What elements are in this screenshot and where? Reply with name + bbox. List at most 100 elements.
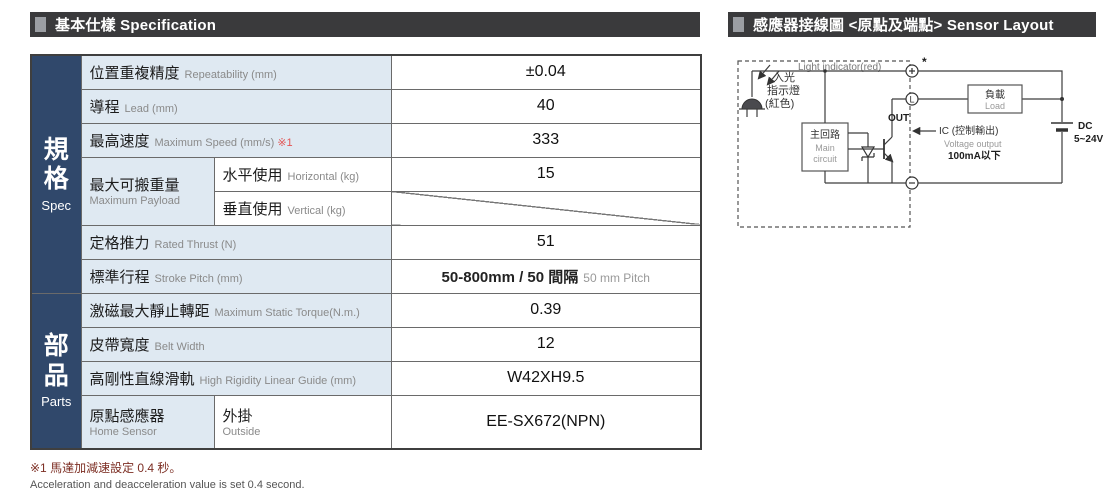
value-payload-vertical-na <box>390 190 702 226</box>
group-spec-zh-1: 規 <box>43 135 69 164</box>
sensor-layout-header-bar: 感應器接線圖 <原點及端點> Sensor Layout <box>728 12 1096 37</box>
junction-dot <box>1060 97 1064 101</box>
led-label-line2: 指示燈 <box>767 83 800 97</box>
group-cell-spec: 規 格 Spec <box>30 54 82 294</box>
value-repeatability: ±0.04 <box>390 54 702 90</box>
light-indicator-label: Light indicator(red) <box>798 62 881 73</box>
label-zh: 垂直使用 <box>222 200 283 218</box>
value-home-sensor: EE-SX672(NPN) <box>390 394 702 450</box>
transistor-icon <box>883 136 894 163</box>
header-accent-square <box>733 17 744 32</box>
group-parts-zh-1: 部 <box>43 332 69 361</box>
row-static-torque: 部 品 Parts 激磁最大靜止轉距 Maximum Static Torque(… <box>30 292 702 450</box>
label-zh: 最高速度 <box>89 132 150 150</box>
sensor-boundary-box <box>737 60 911 228</box>
label-repeatability: 位置重複精度 Repeatability (mm) <box>80 54 392 90</box>
ic-label: IC (控制輸出) <box>939 124 998 137</box>
row-payload-vertical: 垂直使用 Vertical (kg) <box>31 190 702 226</box>
label-zh: 定格推力 <box>89 234 150 252</box>
load-label-en: Load <box>985 101 1005 111</box>
sublabel-vertical: 垂直使用 Vertical (kg) <box>213 190 392 226</box>
sensor-wiring-diagram: Light indicator(red) 入光 指示燈 (紅色) 主回路 Mai… <box>737 55 1104 228</box>
label-zh: 激磁最大靜止轉距 <box>89 302 210 320</box>
internal-wires <box>751 70 906 184</box>
load-box: 負載 Load <box>967 84 1023 114</box>
footnotes: ※1 馬達加減速設定 0.4 秒。 Acceleration and deacc… <box>30 459 700 491</box>
label-zh: 高剛性直線滑軌 <box>89 370 195 388</box>
label-static-torque: 激磁最大靜止轉距 Maximum Static Torque(N.m.) <box>80 292 392 328</box>
label-en: Maximum Static Torque(N.m.) <box>214 306 360 319</box>
load-terminal-icon: L <box>905 92 919 106</box>
label-en: Vertical (kg) <box>287 204 346 217</box>
group-parts-en: Parts <box>41 394 72 410</box>
label-rated-thrust: 定格推力 Rated Thrust (N) <box>80 224 392 260</box>
value-linear-guide: W42XH9.5 <box>390 360 702 396</box>
sublabel-horizontal: 水平使用 Horizontal (kg) <box>213 156 392 192</box>
label-en: Horizontal (kg) <box>287 170 360 183</box>
dc-voltage-label: 5~24V <box>1074 134 1104 145</box>
row-repeatability: 規 格 Spec 位置重複精度 Repeatability (mm) ±0.04 <box>30 54 702 294</box>
value-payload-horizontal: 15 <box>390 156 702 192</box>
led-label-line1: 入光 <box>773 70 795 84</box>
row-rated-thrust: 定格推力 Rated Thrust (N) 51 <box>31 224 702 260</box>
footnote-en: Acceleration and deacceleration value is… <box>30 479 305 491</box>
load-label-zh: 負載 <box>985 89 1005 101</box>
group-spec-en: Spec <box>41 197 72 213</box>
external-wires <box>918 70 1063 184</box>
label-en: Repeatability (mm) <box>184 68 277 81</box>
label-en: Belt Width <box>154 340 205 353</box>
load-terminal-letter: L <box>909 95 914 105</box>
value-stroke-pitch: 50-800mm / 50 間隔 50 mm Pitch <box>390 258 702 294</box>
stroke-range: 50-800mm / 50 間隔 <box>441 268 579 286</box>
footnote-zh: ※1 馬達加減速設定 0.4 秒。 <box>30 461 182 475</box>
label-en: Rated Thrust (N) <box>154 238 237 251</box>
plus-terminal-icon <box>905 64 919 78</box>
main-circuit-label-en2: circuit <box>813 154 837 164</box>
value-max-speed: 333 <box>390 122 702 158</box>
value-rated-thrust: 51 <box>390 224 702 260</box>
specification-title: 基本仕樣 Specification <box>55 17 217 34</box>
value-belt-width: 12 <box>390 326 702 362</box>
main-circuit-label-zh: 主回路 <box>810 128 840 141</box>
label-zh: 水平使用 <box>222 166 283 184</box>
label-en: Home Sensor <box>89 425 157 438</box>
label-zh: 外掛 <box>222 407 253 425</box>
label-zh: 標準行程 <box>89 268 150 286</box>
minus-terminal-icon <box>905 176 919 190</box>
group-cell-parts: 部 品 Parts <box>30 292 82 450</box>
stroke-pitch-note: 50 mm Pitch <box>583 270 650 285</box>
value-static-torque: 0.39 <box>390 292 702 328</box>
label-zh: 位置重複精度 <box>89 64 180 82</box>
led-icon <box>739 98 765 117</box>
label-en: Outside <box>222 425 261 438</box>
group-parts-zh-2: 品 <box>43 361 69 390</box>
asterisk-note: * <box>922 55 927 69</box>
label-zh: 最大可搬重量 <box>89 176 180 194</box>
junction-dot <box>823 69 827 73</box>
main-circuit-box <box>801 122 849 172</box>
dc-label: DC <box>1078 121 1092 132</box>
voltage-output-label: Voltage output <box>944 139 1002 149</box>
sensor-layout-title: 感應器接線圖 <原點及端點> Sensor Layout <box>753 17 1054 34</box>
header-accent-square <box>35 17 46 32</box>
label-zh: 原點感應器 <box>89 407 165 425</box>
specification-header-bar: 基本仕樣 Specification <box>30 12 700 37</box>
led-label-line3: (紅色) <box>765 96 794 110</box>
label-en: Lead (mm) <box>124 102 178 115</box>
label-en: Maximum Speed (mm/s) <box>154 136 275 149</box>
